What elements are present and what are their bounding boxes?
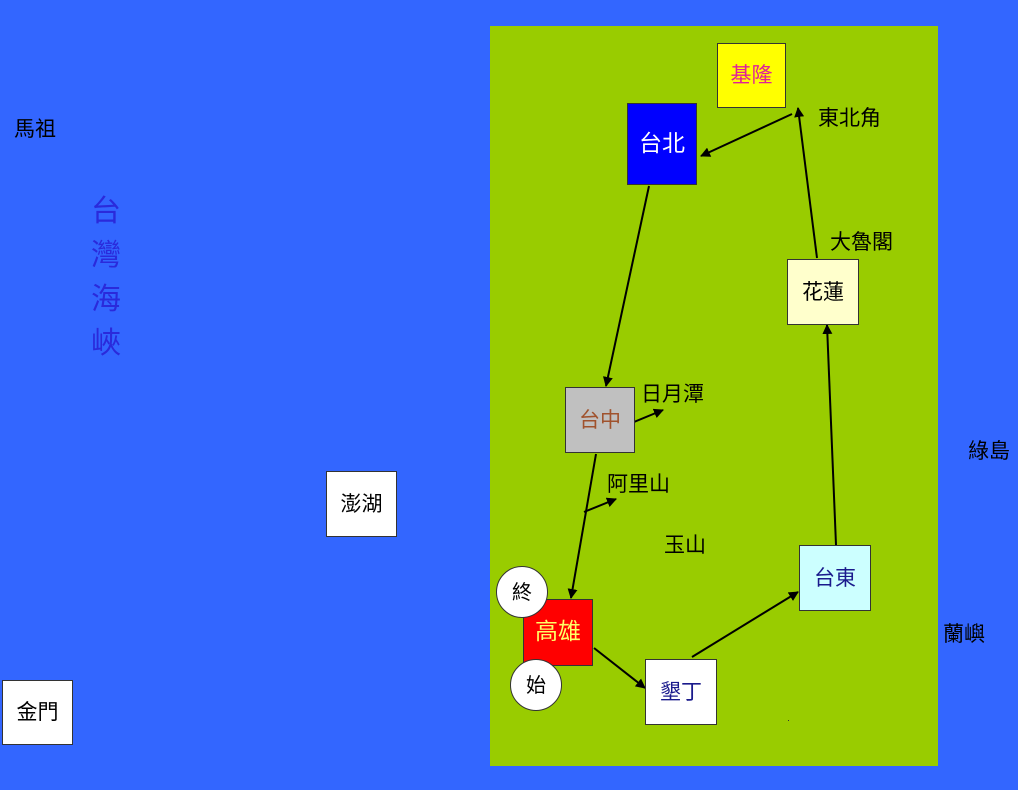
stop-taichung[interactable]: 台中 — [565, 387, 635, 453]
map-dot — [788, 720, 789, 721]
arrow-dongbeijiao-taipei — [700, 113, 793, 157]
stop-kinmen[interactable]: 金門 — [2, 680, 73, 745]
stop-kenting[interactable]: 墾丁 — [645, 659, 717, 725]
arrow-kenting-taitung — [691, 591, 799, 658]
stop-penghu[interactable]: 澎湖 — [326, 471, 397, 537]
place-orchidisland: 蘭嶼 — [943, 622, 985, 646]
place-taroko: 大魯閣 — [830, 230, 893, 254]
start-marker: 始 — [510, 659, 562, 711]
place-matsu: 馬祖 — [14, 117, 56, 141]
place-alishan: 阿里山 — [607, 472, 670, 496]
stop-keelung[interactable]: 基隆 — [717, 43, 786, 108]
place-yushan: 玉山 — [664, 533, 706, 557]
place-greenisland: 綠島 — [968, 439, 1010, 463]
place-dongbeijiao: 東北角 — [818, 106, 881, 130]
arrow-kaohsiung-kenting — [593, 647, 646, 689]
arrow-to-alishan — [583, 497, 617, 513]
arrow-taichung-sunmoonlake — [633, 408, 664, 423]
strait-label: 台灣海峽 — [91, 194, 121, 361]
place-sunmoonlake: 日月潭 — [641, 382, 704, 406]
arrow-taichung-kaohsiung — [567, 453, 597, 599]
stop-taitung[interactable]: 台東 — [799, 545, 871, 611]
stop-hualien[interactable]: 花蓮 — [787, 259, 859, 325]
stop-taipei[interactable]: 台北 — [627, 103, 697, 185]
arrow-hualien-dongbeijiao — [794, 107, 818, 259]
arrow-taitung-hualien — [822, 324, 837, 546]
end-marker: 終 — [496, 566, 548, 618]
arrow-taipei-taichung — [603, 185, 650, 387]
